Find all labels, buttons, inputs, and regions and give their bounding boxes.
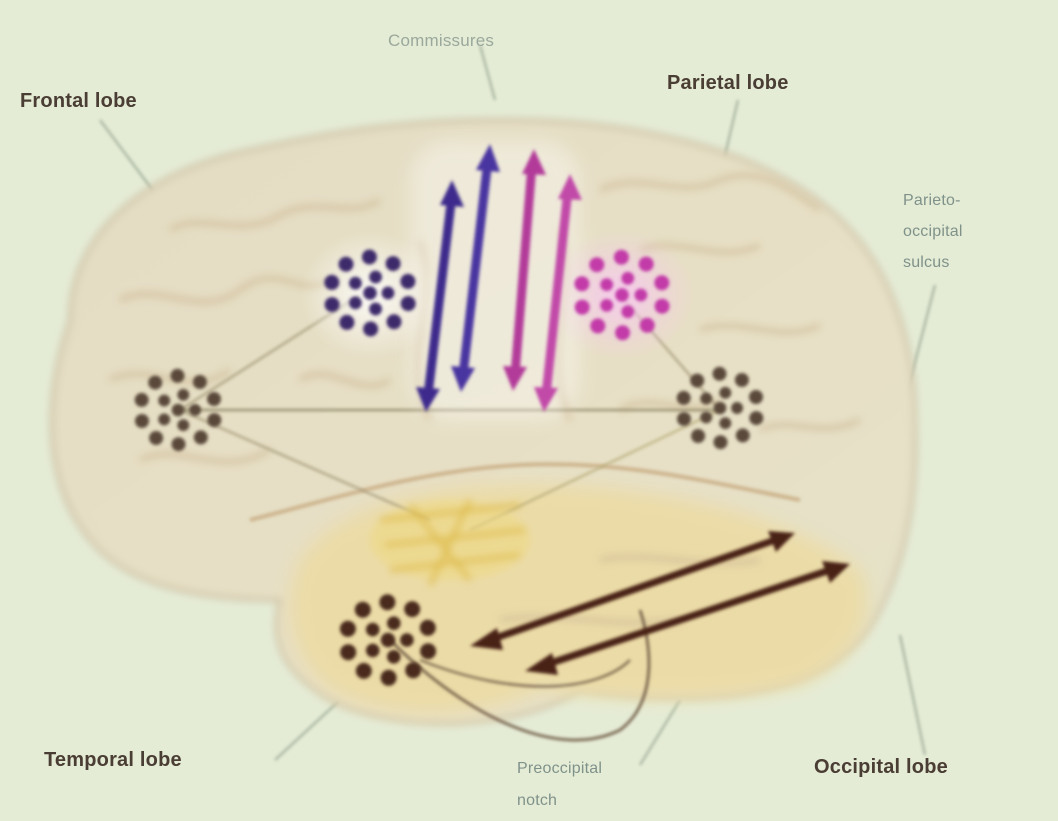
- node-dot: [714, 402, 727, 415]
- node-dot: [381, 633, 395, 647]
- label-frontal-lobe: Frontal lobe: [20, 90, 137, 113]
- label-parietal-lobe: Parietal lobe: [667, 72, 789, 95]
- node-dot: [621, 305, 634, 318]
- node-dot: [700, 411, 712, 423]
- node-dot: [654, 275, 669, 290]
- label-preoccipital-line-2: notch: [517, 786, 602, 816]
- node-dot: [614, 250, 629, 265]
- node-dot: [574, 276, 589, 291]
- node-dot: [349, 277, 362, 290]
- node-dot: [387, 616, 401, 630]
- node-dot: [731, 402, 743, 414]
- node-dot: [719, 417, 731, 429]
- node-dot: [363, 286, 377, 300]
- node-dot: [714, 435, 728, 449]
- node-dot: [600, 278, 613, 291]
- node-dot: [615, 288, 629, 302]
- node-dot: [387, 650, 401, 664]
- node-dot: [135, 393, 149, 407]
- node-dot: [404, 601, 420, 617]
- node-dot: [677, 391, 691, 405]
- node-dot: [339, 257, 354, 272]
- node-dot: [677, 412, 691, 426]
- node-dot: [590, 318, 605, 333]
- node-dot: [639, 257, 654, 272]
- node-dot: [340, 621, 356, 637]
- node-dot: [135, 414, 149, 428]
- node-dot: [615, 325, 630, 340]
- node-dot: [172, 437, 186, 451]
- label-parieto-occipital-line-3: sulcus: [903, 247, 963, 278]
- node-dot: [148, 376, 162, 390]
- node-dot: [735, 373, 749, 387]
- node-dot: [324, 275, 339, 290]
- node-dot: [691, 429, 705, 443]
- node-dot: [420, 620, 436, 636]
- node-dot: [713, 367, 727, 381]
- node-dot: [600, 299, 613, 312]
- node-dot: [379, 594, 395, 610]
- node-dot: [189, 404, 201, 416]
- node-dot: [736, 428, 750, 442]
- label-occipital-lobe: Occipital lobe: [814, 756, 948, 779]
- node-dot: [177, 419, 189, 431]
- node-dot: [749, 411, 763, 425]
- node-dot: [355, 602, 371, 618]
- node-dot: [339, 315, 354, 330]
- node-dot: [193, 375, 207, 389]
- node-dot: [171, 369, 185, 383]
- node-dot: [575, 300, 590, 315]
- node-dot: [420, 643, 436, 659]
- node-dot: [369, 303, 382, 316]
- node-dot: [589, 257, 604, 272]
- node-dot: [349, 297, 362, 310]
- node-dot: [386, 256, 401, 271]
- node-dot: [749, 390, 763, 404]
- node-dot: [207, 413, 221, 427]
- label-preoccipital-notch: Preoccipital notch: [517, 752, 602, 816]
- label-commissure: Commissures: [388, 28, 494, 54]
- node-dot: [655, 299, 670, 314]
- node-dot: [340, 644, 356, 660]
- node-dot: [640, 318, 655, 333]
- node-dot: [366, 623, 380, 637]
- node-dot: [369, 271, 382, 284]
- node-dot: [158, 413, 170, 425]
- node-dot: [719, 387, 731, 399]
- label-parieto-occipital-line-1: Parieto-: [903, 185, 963, 216]
- node-dot: [621, 272, 634, 285]
- node-dot: [362, 250, 377, 265]
- label-parieto-occipital-sulcus: Parieto- occipital sulcus: [903, 185, 963, 278]
- node-dot: [401, 296, 416, 311]
- node-dot: [635, 289, 648, 302]
- node-dot: [363, 322, 378, 337]
- node-dot: [366, 644, 380, 658]
- node-dot: [405, 662, 421, 678]
- node-dot: [325, 297, 340, 312]
- node-dot: [194, 430, 208, 444]
- node-dot: [149, 431, 163, 445]
- label-temporal-lobe: Temporal lobe: [44, 749, 182, 772]
- label-parieto-occipital-line-2: occipital: [903, 216, 963, 247]
- node-dot: [356, 663, 372, 679]
- node-dot: [177, 389, 189, 401]
- node-dot: [400, 633, 414, 647]
- node-dot: [690, 374, 704, 388]
- label-preoccipital-line-1: Preoccipital: [517, 752, 602, 786]
- node-dot: [382, 287, 395, 300]
- node-dot: [700, 393, 712, 405]
- node-dot: [387, 314, 402, 329]
- node-dot: [381, 670, 397, 686]
- node-dot: [158, 395, 170, 407]
- node-dot: [207, 392, 221, 406]
- node-dot: [400, 274, 415, 289]
- node-dot: [172, 404, 185, 417]
